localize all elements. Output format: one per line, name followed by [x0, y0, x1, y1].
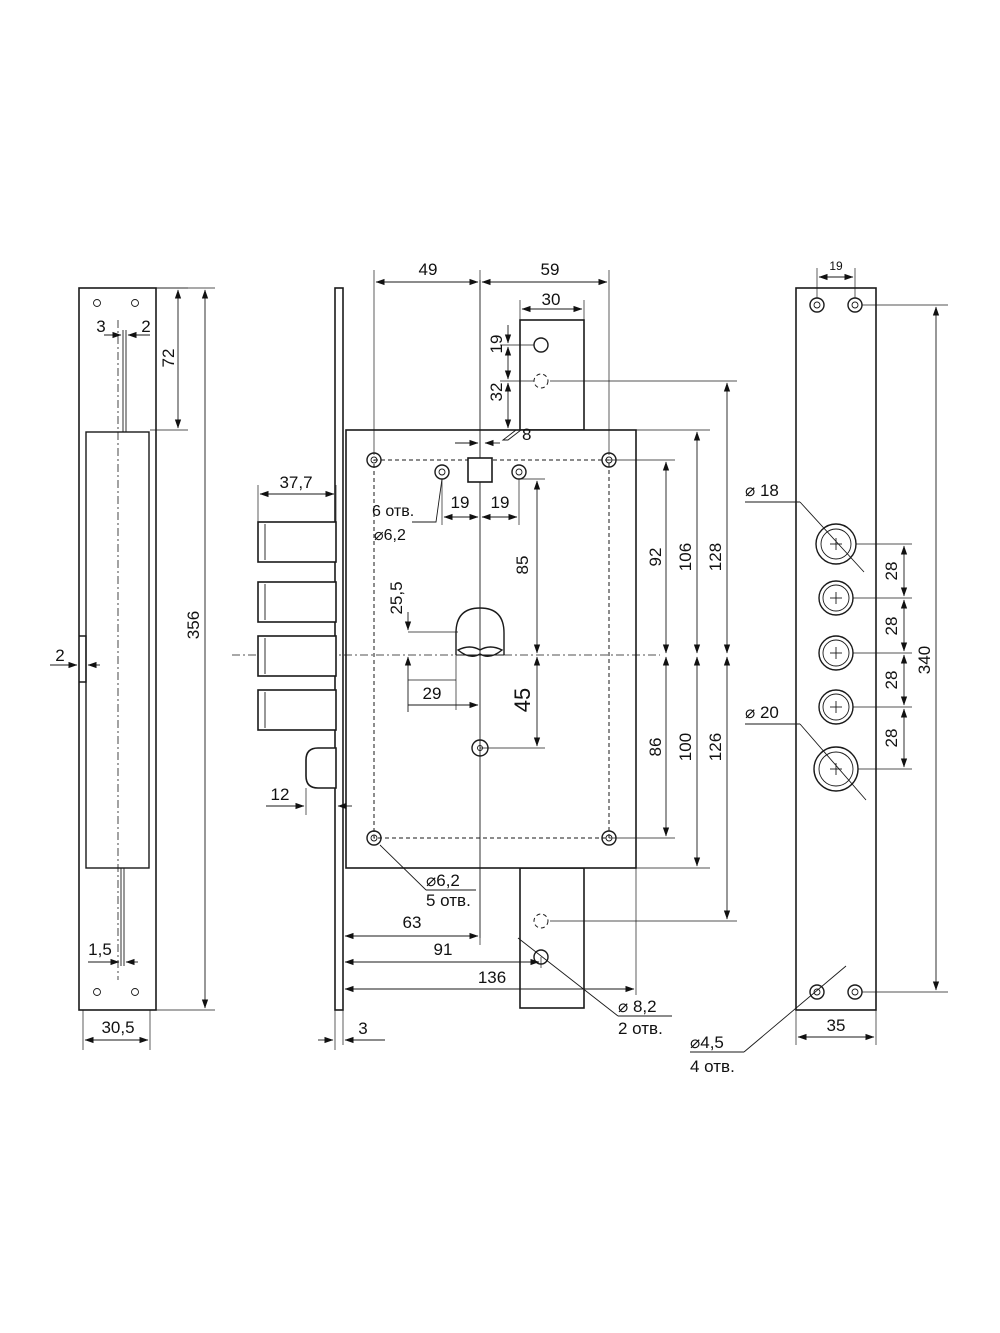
dim-59: 59 [541, 260, 560, 279]
dim-28-d: 28 [882, 729, 901, 748]
dim-86: 86 [646, 738, 665, 757]
dim-106: 106 [676, 543, 695, 571]
dim-2-top: 2 [141, 317, 150, 336]
faceplate-side-view [50, 287, 215, 1050]
dim-72: 72 [159, 349, 178, 368]
dim-126: 126 [706, 733, 725, 761]
dim-19-vertical: 19 [487, 335, 506, 354]
dim-8: 8 [522, 425, 531, 444]
dia-6-2-bottom: ⌀6,2 [426, 871, 460, 890]
dim-92: 92 [646, 548, 665, 567]
note-6-holes: 6 отв. [372, 503, 414, 520]
dim-29: 29 [423, 684, 442, 703]
note-4-holes: 4 отв. [690, 1057, 735, 1076]
dim-136: 136 [478, 968, 506, 987]
dim-356: 356 [184, 611, 203, 639]
dim-128: 128 [706, 543, 725, 571]
note-5-holes: 5 отв. [426, 891, 471, 910]
dia-20: ⌀ 20 [745, 703, 779, 722]
dim-340: 340 [915, 646, 934, 674]
lock-body-view [232, 270, 737, 1050]
dim-12: 12 [271, 785, 290, 804]
dim-49: 49 [419, 260, 438, 279]
faceplate-front-view [690, 268, 948, 1053]
dim-3: 3 [96, 317, 105, 336]
dim-100: 100 [676, 733, 695, 761]
dim-63: 63 [403, 913, 422, 932]
dim-85: 85 [513, 556, 532, 575]
dia-4-5: ⌀4,5 [690, 1033, 724, 1052]
dim-19-b: 19 [491, 493, 510, 512]
bolt-hole-1 [815, 523, 857, 565]
dim-91: 91 [434, 940, 453, 959]
dim-25-5: 25,5 [387, 581, 406, 614]
dim-28-c: 28 [882, 671, 901, 690]
dim-28-b: 28 [882, 617, 901, 636]
dim-19-top: 19 [829, 259, 843, 273]
dim-28-a: 28 [882, 562, 901, 581]
dim-30-5: 30,5 [101, 1018, 134, 1037]
dim-19-a: 19 [451, 493, 470, 512]
dim-2-left: 2 [55, 646, 64, 665]
dim-32: 32 [487, 383, 506, 402]
dim-35: 35 [827, 1016, 846, 1035]
dia-6-2-top: ⌀6,2 [374, 527, 406, 544]
dimension-labels: 49 59 30 19 32 8 37,7 6 отв. ⌀6,2 19 19 … [55, 259, 934, 1076]
note-2-holes: 2 отв. [618, 1019, 663, 1038]
dia-18: ⌀ 18 [745, 481, 779, 500]
dim-30: 30 [542, 290, 561, 309]
dim-45: 45 [510, 688, 535, 712]
dim-1-5: 1,5 [88, 940, 112, 959]
dim-3-bottom: 3 [358, 1019, 367, 1038]
dia-8-2: ⌀ 8,2 [618, 997, 657, 1016]
dim-37-7: 37,7 [279, 473, 312, 492]
